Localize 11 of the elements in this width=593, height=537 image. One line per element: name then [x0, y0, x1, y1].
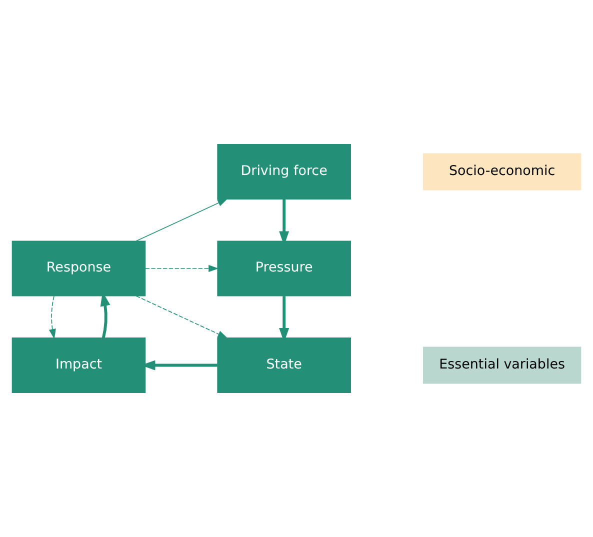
node-box: Socio-economic [422, 153, 582, 190]
arrow [48, 296, 56, 340]
node-box: Response [12, 240, 146, 296]
arrow [144, 264, 219, 272]
node-box: Essential variables [422, 346, 582, 384]
node-box: Impact [12, 338, 146, 394]
node-box: Pressure [217, 240, 351, 296]
node-box: Driving force [217, 144, 351, 200]
arrow [136, 296, 228, 338]
arrow [136, 198, 228, 242]
node-box: State [217, 338, 351, 394]
